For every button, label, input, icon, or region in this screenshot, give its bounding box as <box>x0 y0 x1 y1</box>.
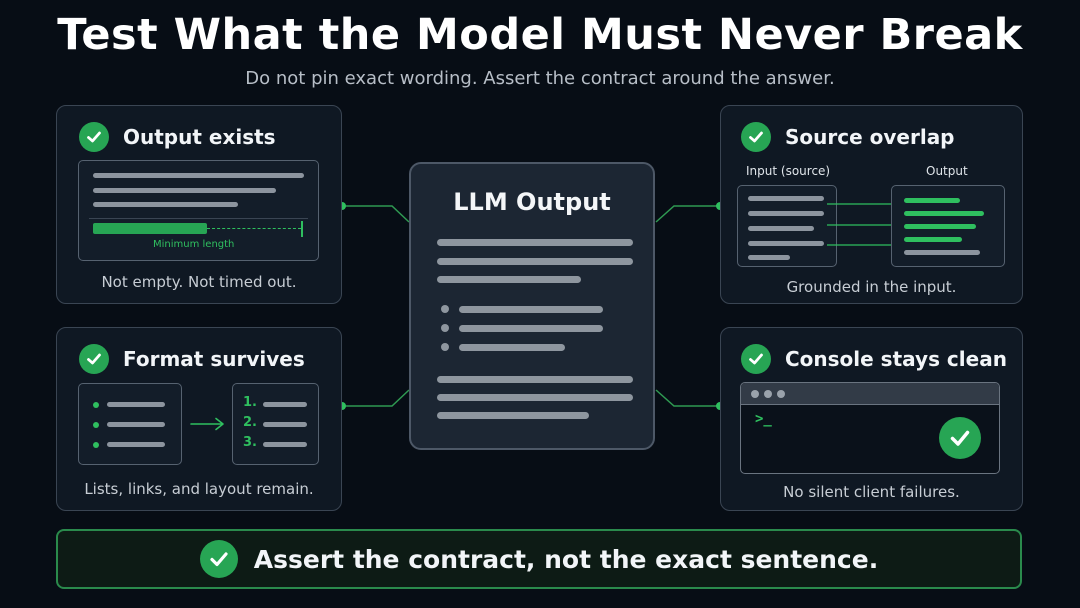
text-line <box>93 188 276 193</box>
footer-banner: Assert the contract, not the exact sente… <box>56 529 1022 589</box>
output-box <box>891 185 1005 267</box>
input-label: Input (source) <box>746 164 831 178</box>
page-subtitle: Do not pin exact wording. Assert the con… <box>245 68 835 89</box>
length-meter-end <box>301 221 303 237</box>
text-line <box>107 402 165 407</box>
window-dot <box>751 390 759 398</box>
page-title: Test What the Model Must Never Break <box>57 10 1023 60</box>
list-number: 1. <box>243 395 257 410</box>
text-line <box>107 442 165 447</box>
bullet-dot <box>93 402 99 408</box>
bullet-dot <box>441 343 449 351</box>
text-line <box>263 402 307 407</box>
length-meter-threshold <box>207 228 301 229</box>
window-dot <box>764 390 772 398</box>
highlighted-line <box>904 237 962 242</box>
card-console-clean: Console stays clean >_ No silent client … <box>720 327 1023 511</box>
list-number: 2. <box>243 415 257 430</box>
bullet-dot <box>441 305 449 313</box>
bullet-dot <box>441 324 449 332</box>
card-title: Console stays clean <box>785 347 1007 371</box>
connector-output-exists <box>342 205 410 223</box>
card-header: Source overlap <box>741 122 955 152</box>
card-source-overlap: Source overlap Input (source) Output Gro… <box>720 105 1023 304</box>
connector-source-overlap <box>655 205 720 223</box>
text-line <box>93 202 238 207</box>
card-title: Output exists <box>123 125 276 149</box>
card-caption: Lists, links, and layout remain. <box>84 480 314 498</box>
check-circle-icon <box>79 344 109 374</box>
card-caption: Grounded in the input. <box>786 278 957 296</box>
text-line <box>748 196 824 201</box>
highlighted-line <box>904 224 976 229</box>
card-header: Console stays clean <box>741 344 1007 374</box>
text-line <box>748 226 814 231</box>
footer-text: Assert the contract, not the exact sente… <box>253 544 879 574</box>
numbered-list-box: 1. 2. 3. <box>232 383 319 465</box>
connector-format-survives <box>342 389 410 407</box>
check-circle-icon <box>741 122 771 152</box>
text-line <box>748 255 790 260</box>
arrow-right-icon <box>190 416 226 435</box>
llm-output-document: LLM Output <box>409 162 655 450</box>
check-circle-icon <box>741 344 771 374</box>
text-line <box>437 239 633 246</box>
text-line <box>437 394 633 401</box>
check-circle-icon <box>79 122 109 152</box>
highlighted-line <box>904 198 960 203</box>
check-circle-icon <box>939 417 981 459</box>
text-line <box>437 258 633 265</box>
text-line <box>437 276 581 283</box>
text-line <box>107 422 165 427</box>
terminal-prompt: >_ <box>755 411 772 427</box>
text-line <box>263 442 307 447</box>
output-label: Output <box>926 164 968 178</box>
window-dot <box>777 390 785 398</box>
check-circle-icon <box>199 540 238 578</box>
bullet-dot <box>93 422 99 428</box>
terminal-window-icon: >_ <box>740 382 1000 474</box>
list-number: 3. <box>243 435 257 450</box>
bullet-dot <box>93 442 99 448</box>
text-line <box>748 211 824 216</box>
text-line <box>459 325 603 332</box>
text-line <box>437 376 633 383</box>
card-title: Source overlap <box>785 125 955 149</box>
source-box <box>737 185 837 267</box>
highlighted-line <box>904 211 984 216</box>
card-header: Format survives <box>79 344 305 374</box>
llm-output-title: LLM Output <box>453 188 611 216</box>
connector-console-clean <box>655 389 720 407</box>
length-meter-fill <box>93 223 207 234</box>
text-line <box>93 173 304 178</box>
length-meter-label: Minimum length <box>153 239 235 250</box>
divider <box>89 218 308 219</box>
terminal-titlebar <box>741 383 999 405</box>
text-line <box>748 241 824 246</box>
text-line <box>263 422 307 427</box>
bullet-list-box <box>78 383 182 465</box>
card-caption: No silent client failures. <box>783 483 960 501</box>
text-preview-box: Minimum length <box>78 160 319 261</box>
text-line <box>904 250 980 255</box>
card-title: Format survives <box>123 347 305 371</box>
text-line <box>437 412 589 419</box>
card-caption: Not empty. Not timed out. <box>101 273 297 291</box>
card-header: Output exists <box>79 122 276 152</box>
text-line <box>459 306 603 313</box>
text-line <box>459 344 565 351</box>
card-output-exists: Output exists Minimum length Not empty. … <box>56 105 342 304</box>
card-format-survives: Format survives 1. 2. 3. Lists, links, a… <box>56 327 342 511</box>
